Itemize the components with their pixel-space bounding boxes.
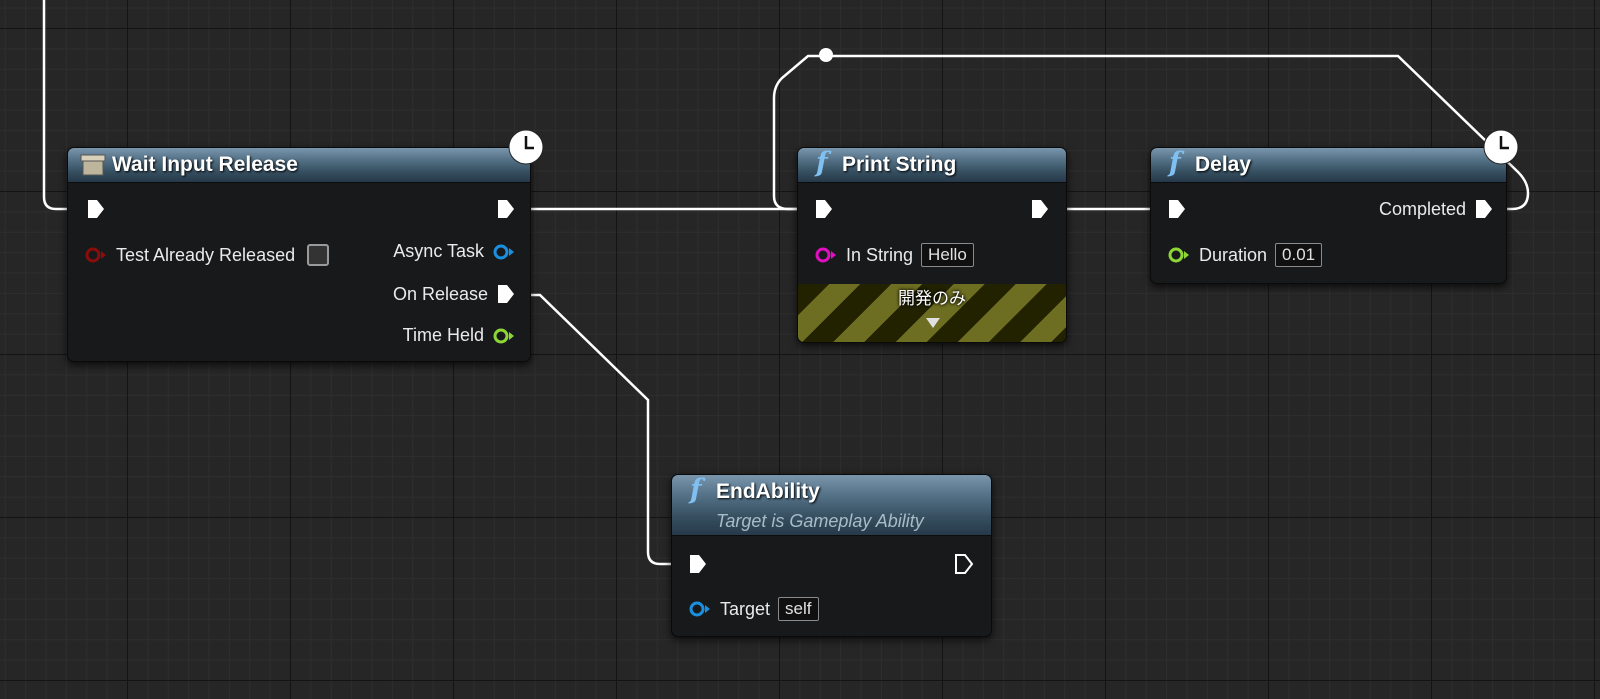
completed-pin[interactable]: Completed <box>1379 198 1494 220</box>
exec-in-pin[interactable] <box>688 553 708 575</box>
target-input[interactable]: self <box>778 597 819 621</box>
box-icon <box>80 154 106 176</box>
async-task-pin[interactable]: Async Task <box>393 241 516 262</box>
node-subtitle: Target is Gameplay Ability <box>716 511 924 531</box>
exec-pin-icon <box>498 285 514 303</box>
node-header[interactable]: f Delay <box>1151 147 1506 183</box>
function-icon: f <box>1169 147 1181 178</box>
development-only-banner: 開発のみ <box>798 284 1066 342</box>
exec-in-pin[interactable] <box>86 198 106 220</box>
in-string-pin[interactable]: In String Hello <box>814 243 974 267</box>
async-task-label: Async Task <box>393 241 484 261</box>
delay-node[interactable]: f Delay Completed Duration 0.01 <box>1150 147 1507 284</box>
time-held-label: Time Held <box>402 325 484 345</box>
test-already-released-pin[interactable]: Test Already Released <box>84 244 330 266</box>
node-title: Wait Input Release <box>112 153 298 176</box>
exec-out-pin[interactable] <box>1030 198 1050 220</box>
duration-label: Duration <box>1199 244 1268 265</box>
node-title: EndAbility <box>716 480 820 503</box>
function-icon: f <box>690 474 702 505</box>
duration-pin[interactable]: Duration 0.01 <box>1167 243 1323 267</box>
function-icon: f <box>816 147 828 178</box>
clock-icon <box>1483 129 1519 165</box>
expand-arrow-icon[interactable] <box>925 317 941 329</box>
end-ability-node[interactable]: f EndAbility Target is Gameplay Ability … <box>671 474 992 637</box>
exec-in-pin[interactable] <box>1167 198 1187 220</box>
test-already-released-label: Test Already Released <box>116 244 296 265</box>
exec-out-pin[interactable] <box>954 553 974 575</box>
object-pin-icon <box>689 601 710 617</box>
node-header[interactable]: f EndAbility Target is Gameplay Ability <box>672 474 991 536</box>
on-release-label: On Release <box>392 283 488 304</box>
test-already-released-checkbox[interactable] <box>307 244 330 266</box>
exec-wire-release-to-endability <box>516 293 690 566</box>
completed-label: Completed <box>1378 198 1466 219</box>
exec-wire-incoming <box>42 0 88 211</box>
exec-pin-icon <box>1476 200 1492 218</box>
bool-pin-icon <box>85 247 106 263</box>
exec-out-pin[interactable] <box>496 198 516 220</box>
reroute-node <box>819 48 833 62</box>
duration-input[interactable]: 0.01 <box>1275 243 1323 267</box>
node-title: Delay <box>1195 153 1252 176</box>
wait-input-release-node[interactable]: Wait Input Release Test Already Released… <box>67 147 531 362</box>
development-only-label: 開発のみ <box>898 289 966 308</box>
string-pin-icon <box>815 247 836 263</box>
clock-icon <box>508 129 544 165</box>
in-string-input[interactable]: Hello <box>921 243 974 267</box>
on-release-pin[interactable]: On Release <box>393 283 516 305</box>
in-string-label: In String <box>846 244 914 265</box>
float-pin-icon <box>493 328 514 343</box>
exec-in-pin[interactable] <box>814 198 834 220</box>
node-title: Print String <box>842 153 957 176</box>
float-pin-icon <box>1168 247 1189 263</box>
time-held-pin[interactable]: Time Held <box>403 325 516 346</box>
print-string-node[interactable]: f Print String In String Hello 開発のみ <box>797 147 1067 343</box>
node-header[interactable]: f Print String <box>798 147 1066 183</box>
target-pin[interactable]: Target self <box>688 597 819 621</box>
object-pin-icon <box>493 244 514 259</box>
target-label: Target <box>720 598 771 619</box>
node-header[interactable]: Wait Input Release <box>68 148 530 183</box>
